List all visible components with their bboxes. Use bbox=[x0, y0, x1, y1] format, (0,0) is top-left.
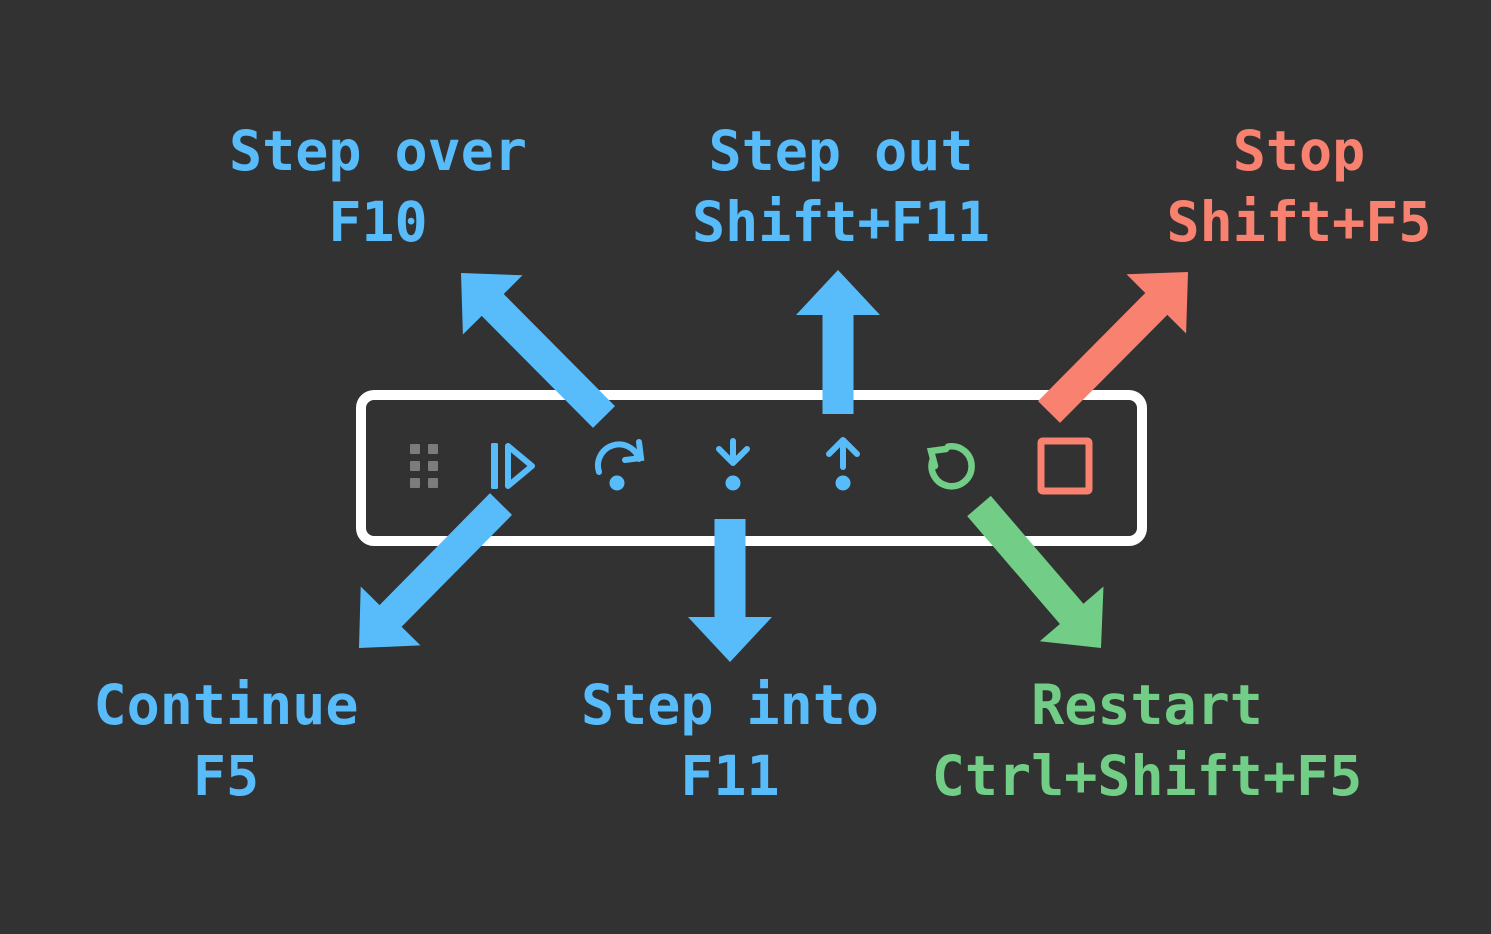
label-continue-title: Continue bbox=[93, 673, 359, 737]
step-into-icon bbox=[716, 438, 750, 491]
label-step-out-title: Step out bbox=[708, 119, 974, 183]
label-stop-shortcut: Shift+F5 bbox=[1166, 190, 1432, 254]
label-step-into: Step into F11 bbox=[581, 670, 879, 812]
label-step-over: Step over F10 bbox=[229, 116, 527, 258]
label-restart-title: Restart bbox=[1031, 673, 1263, 737]
label-stop-title: Stop bbox=[1232, 119, 1366, 183]
label-step-out: Step out Shift+F11 bbox=[692, 116, 990, 258]
continue-button[interactable] bbox=[483, 436, 543, 496]
label-step-into-title: Step into bbox=[580, 673, 880, 737]
label-continue: Continue F5 bbox=[94, 670, 359, 812]
label-restart-shortcut: Ctrl+Shift+F5 bbox=[931, 744, 1363, 808]
restart-icon bbox=[926, 443, 975, 490]
restart-button[interactable] bbox=[923, 436, 983, 496]
step-out-button[interactable] bbox=[813, 436, 873, 496]
step-over-icon bbox=[594, 439, 645, 491]
step-into-button[interactable] bbox=[703, 436, 763, 496]
label-step-into-shortcut: F11 bbox=[680, 744, 780, 808]
stop-button[interactable] bbox=[1035, 436, 1095, 496]
label-restart: Restart Ctrl+Shift+F5 bbox=[932, 670, 1362, 812]
label-continue-shortcut: F5 bbox=[192, 744, 260, 808]
continue-icon bbox=[491, 443, 535, 489]
label-step-over-shortcut: F10 bbox=[328, 190, 428, 254]
label-step-out-shortcut: Shift+F11 bbox=[691, 190, 991, 254]
step-over-button[interactable] bbox=[593, 436, 653, 496]
gripper-icon[interactable] bbox=[410, 444, 438, 488]
step-out-icon bbox=[826, 437, 860, 491]
stop-icon bbox=[1037, 437, 1093, 495]
label-stop: Stop Shift+F5 bbox=[1167, 116, 1432, 258]
label-step-over-title: Step over bbox=[228, 119, 528, 183]
